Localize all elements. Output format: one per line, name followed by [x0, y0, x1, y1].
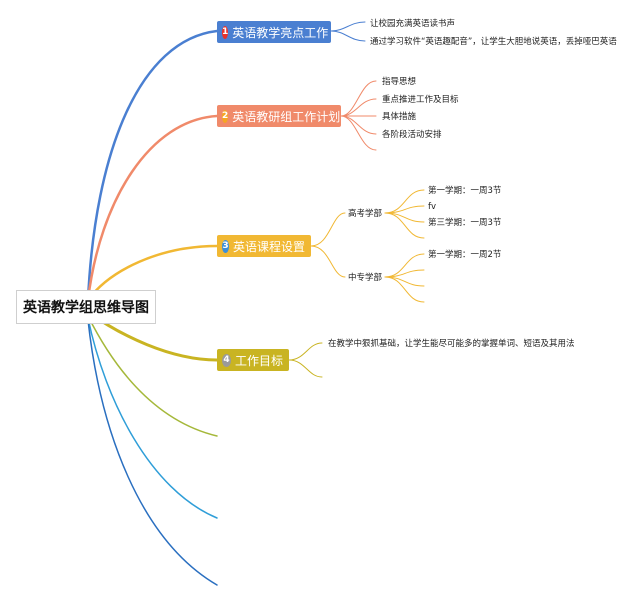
leaf-item[interactable]: 第一学期：一周2节	[428, 250, 502, 260]
branch-curriculum[interactable]: 3 英语课程设置	[217, 235, 311, 257]
number-2-icon: 2	[222, 109, 229, 123]
leaf-line	[384, 212, 425, 239]
leaf-line	[340, 115, 377, 135]
subgroup-label[interactable]: 高考学部	[348, 209, 383, 219]
root-label: 英语教学组思维导图	[23, 300, 149, 316]
leaf-line	[384, 276, 425, 303]
leaf-item[interactable]: 第一学期：一周3节	[428, 186, 502, 196]
leaf-item[interactable]: 第三学期：一周3节	[428, 218, 502, 228]
leaf-item[interactable]: 具体措施	[382, 112, 417, 122]
leaf-line	[330, 21, 366, 32]
branch-highlights[interactable]: 1 英语教学亮点工作	[217, 21, 331, 43]
branch-research-plan[interactable]: 2 英语教研组工作计划	[217, 105, 341, 127]
root-node[interactable]: 英语教学组思维导图	[16, 290, 156, 324]
leaf-line	[340, 80, 377, 117]
group-line	[310, 212, 346, 247]
trunk-line	[87, 319, 218, 586]
leaf-item[interactable]: 通过学习软件“英语趣配音”，让学生大胆地说英语，丢掉哑巴英语	[370, 37, 617, 47]
number-3-icon: 3	[222, 239, 229, 253]
trunk-line	[87, 317, 218, 519]
branch-label: 英语课程设置	[232, 239, 305, 254]
leaf-item[interactable]: 各阶段活动安排	[382, 130, 442, 140]
trunk-line	[86, 244, 219, 302]
leaf-line	[330, 30, 366, 42]
leaf-line	[288, 359, 323, 378]
trunk-line	[86, 29, 219, 302]
leaf-line	[288, 342, 323, 361]
leaf-item[interactable]: fv	[428, 202, 437, 212]
leaf-item[interactable]: 指导思想	[382, 77, 417, 87]
leaf-line	[340, 115, 377, 151]
trunk-line	[86, 114, 219, 302]
subgroup-label[interactable]: 中专学部	[348, 273, 383, 283]
branch-label: 英语教研组工作计划	[232, 109, 341, 124]
trunk-line	[87, 315, 218, 437]
number-1-icon: 1	[222, 25, 229, 39]
leaf-item[interactable]: 重点推进工作及目标	[382, 95, 459, 105]
number-4-icon: 4	[222, 353, 231, 367]
branch-label: 英语教学亮点工作	[232, 25, 329, 40]
group-line	[310, 245, 346, 278]
leaf-line	[340, 98, 377, 117]
branch-label: 工作目标	[234, 353, 283, 368]
leaf-item[interactable]: 让校园充满英语读书声	[370, 19, 456, 29]
branch-work-goals[interactable]: 4 工作目标	[217, 349, 289, 371]
leaf-item[interactable]: 在教学中狠抓基础，让学生能尽可能多的掌握单词、短语及其用法	[328, 339, 575, 349]
